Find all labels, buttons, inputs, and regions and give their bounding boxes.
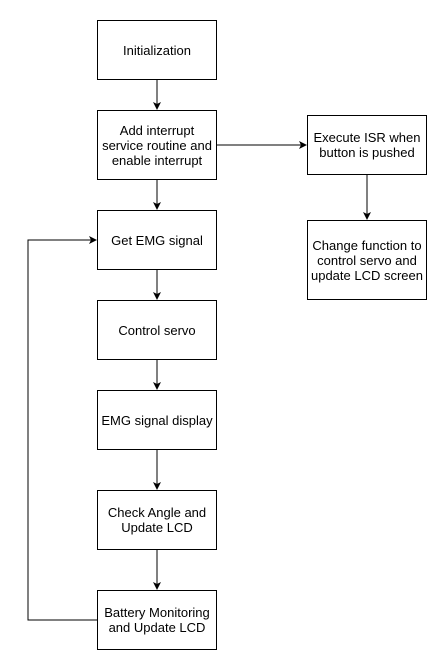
node-add-isr-label: Add interrupt service routine and enable… (102, 122, 212, 168)
node-emg-signal-display-label: EMG signal display (101, 412, 213, 428)
node-check-angle: Check Angle and Update LCD (97, 490, 217, 550)
node-get-emg-signal-label: Get EMG signal (111, 232, 203, 248)
node-execute-isr: Execute ISR when button is pushed (307, 115, 427, 175)
node-battery-monitoring: Battery Monitoring and Update LCD (97, 590, 217, 650)
node-check-angle-label: Check Angle and Update LCD (107, 505, 207, 535)
node-control-servo: Control servo (97, 300, 217, 360)
node-change-function: Change function to control servo and upd… (307, 220, 427, 300)
node-battery-monitoring-label: Battery Monitoring and Update LCD (104, 605, 210, 635)
node-get-emg-signal: Get EMG signal (97, 210, 217, 270)
node-execute-isr-label: Execute ISR when button is pushed (313, 130, 421, 160)
node-add-isr: Add interrupt service routine and enable… (97, 110, 217, 180)
arrow-battery-loop-to-emg (27, 236, 97, 621)
node-initialization: Initialization (97, 20, 217, 80)
node-change-function-label: Change function to control servo and upd… (310, 237, 423, 283)
node-control-servo-label: Control servo (118, 322, 196, 338)
node-emg-signal-display: EMG signal display (97, 390, 217, 450)
node-initialization-label: Initialization (123, 42, 191, 58)
